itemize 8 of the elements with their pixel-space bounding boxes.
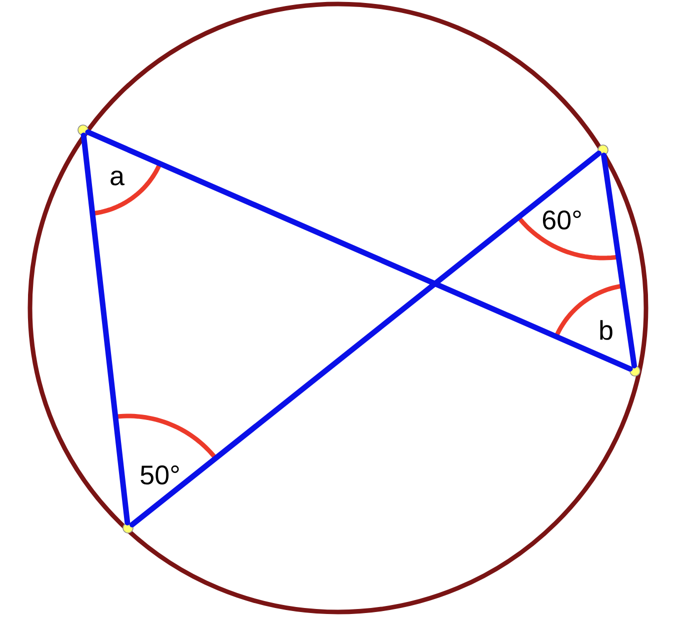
- angle-label: 60°: [542, 210, 581, 230]
- angle-label: b: [600, 320, 612, 340]
- line-segment: [85, 129, 633, 372]
- line-segment: [601, 152, 637, 368]
- angle-label: 50°: [140, 465, 179, 485]
- line-segment: [129, 150, 602, 528]
- angle-label: a: [110, 170, 125, 186]
- line-segment: [80, 132, 130, 526]
